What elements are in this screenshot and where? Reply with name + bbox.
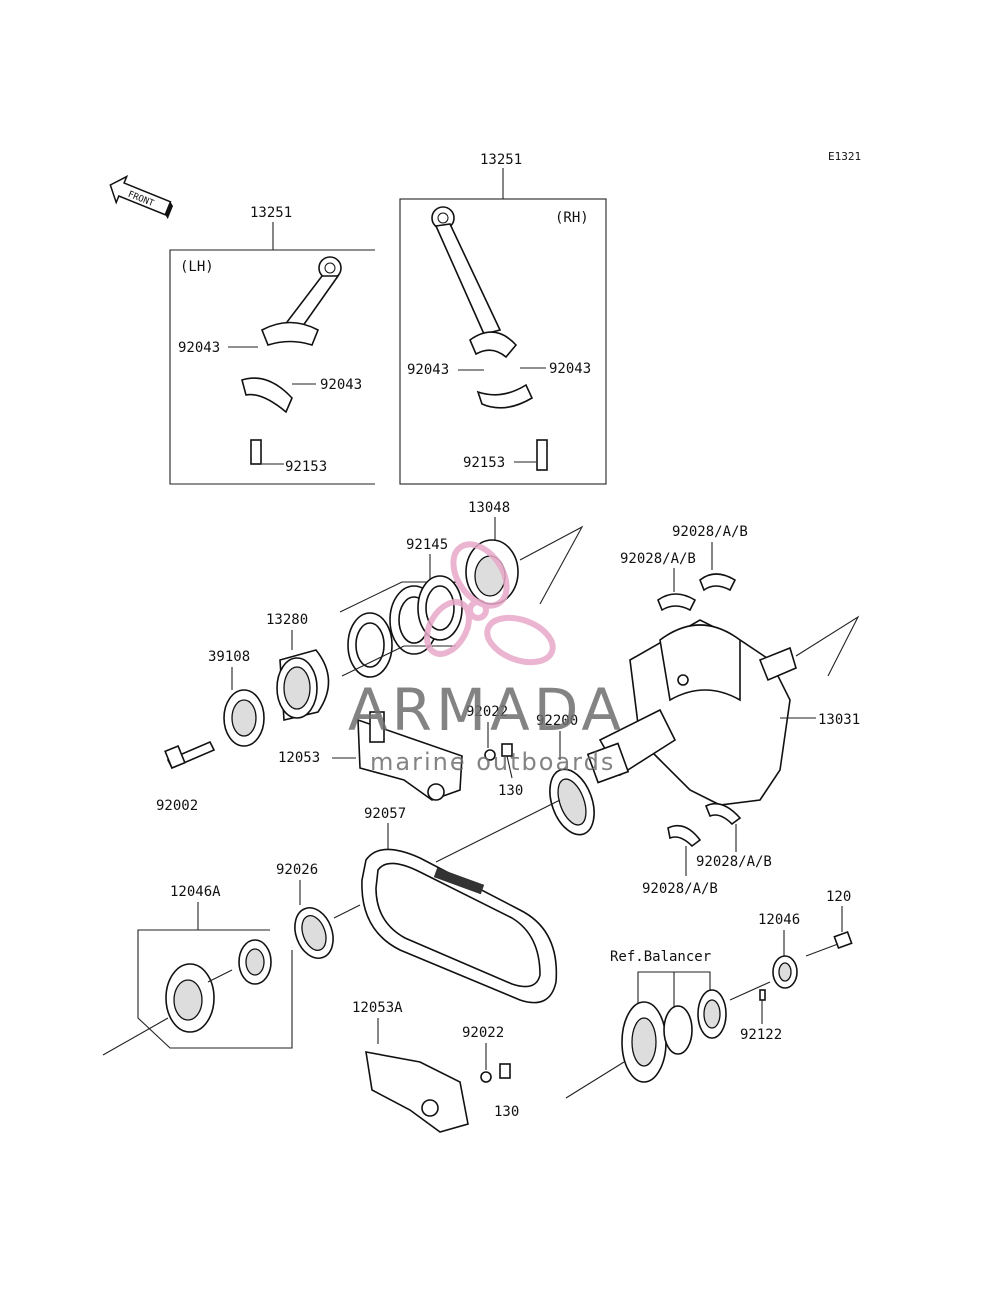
watermark-tagline: marine outboards bbox=[370, 748, 615, 776]
collar-13280-part: 13280 bbox=[266, 612, 330, 721]
bolt-130b-part bbox=[499, 1063, 511, 1079]
rh-conrod-group: 13251 (RH) 92043 92043 92153 bbox=[399, 152, 607, 485]
bolt-120-part: 120 bbox=[805, 889, 853, 957]
callout-12053A[interactable]: 12053A bbox=[352, 1000, 403, 1016]
callout-92200[interactable]: 92200 bbox=[536, 713, 578, 729]
balancer-sprocket-group: Ref.Balancer bbox=[565, 949, 727, 1099]
conrod-rh-part bbox=[431, 206, 548, 471]
chain-92057-part: 92057 bbox=[361, 799, 561, 1004]
watermark-brand: ARMADA bbox=[348, 676, 625, 744]
callout-92028-lower-b[interactable]: 92028/A/B bbox=[642, 881, 718, 897]
callout-92043-rh-a[interactable]: 92043 bbox=[407, 362, 449, 378]
lh-conrod-group: 13251 (LH) 92043 92043 92153 bbox=[169, 205, 375, 485]
callout-92057[interactable]: 92057 bbox=[364, 806, 406, 822]
callout-120[interactable]: 120 bbox=[826, 889, 851, 905]
rh-label: (RH) bbox=[555, 210, 589, 226]
sprocket-12046A-group: 12046A bbox=[102, 884, 293, 1056]
callout-92043-lh-b[interactable]: 92043 bbox=[320, 377, 362, 393]
callout-13048[interactable]: 13048 bbox=[468, 500, 510, 516]
callout-13280[interactable]: 13280 bbox=[266, 612, 308, 628]
callout-92153-rh[interactable]: 92153 bbox=[463, 455, 505, 471]
key-92122-part: 92122 bbox=[729, 981, 782, 1043]
callout-13251-lh[interactable]: 13251 bbox=[250, 205, 292, 221]
washer-92022-part bbox=[484, 749, 496, 761]
callout-92122[interactable]: 92122 bbox=[740, 1027, 782, 1043]
callout-92043-lh-a[interactable]: 92043 bbox=[178, 340, 220, 356]
callout-92002[interactable]: 92002 bbox=[156, 798, 198, 814]
sprocket-12046-part: 12046 bbox=[758, 912, 800, 989]
conrod-lh-part bbox=[241, 256, 342, 465]
callout-92028-upper-b[interactable]: 92028/A/B bbox=[620, 551, 696, 567]
lh-label: (LH) bbox=[180, 259, 214, 275]
callout-130-b[interactable]: 130 bbox=[494, 1104, 519, 1120]
callout-92022[interactable]: 92022 bbox=[466, 704, 508, 720]
callout-130[interactable]: 130 bbox=[498, 783, 523, 799]
bearing-shell-upper-part bbox=[657, 573, 737, 612]
callout-92022-b[interactable]: 92022 bbox=[462, 1025, 504, 1041]
bolt-130-part bbox=[501, 743, 513, 779]
armada-watermark: ARMADA marine outboards bbox=[348, 541, 625, 776]
callout-92026[interactable]: 92026 bbox=[276, 862, 318, 878]
callout-ref-balancer[interactable]: Ref.Balancer bbox=[610, 949, 711, 965]
crankshaft-13031-part: 13031 bbox=[586, 615, 860, 806]
diagram-code: E1321 bbox=[828, 150, 861, 163]
front-arrow-icon: FRONT bbox=[109, 174, 174, 220]
callout-39108[interactable]: 39108 bbox=[208, 649, 250, 665]
callout-92153-lh[interactable]: 92153 bbox=[285, 459, 327, 475]
callout-12046[interactable]: 12046 bbox=[758, 912, 800, 928]
bolt-92002-part: 92002 bbox=[156, 740, 216, 814]
propeller-logo-icon bbox=[424, 541, 556, 666]
callout-13251-rh[interactable]: 13251 bbox=[480, 152, 522, 168]
callout-92028-upper-a[interactable]: 92028/A/B bbox=[672, 524, 748, 540]
washer-92022b-part bbox=[480, 1071, 492, 1083]
bearing-shell-lower-part bbox=[667, 802, 742, 848]
oilseal-39108-part: 39108 bbox=[208, 649, 265, 747]
callout-12046A[interactable]: 12046A bbox=[170, 884, 221, 900]
ring-92200-part: 92200 bbox=[536, 713, 595, 836]
callout-13031[interactable]: 13031 bbox=[818, 712, 860, 728]
callout-92043-rh-b[interactable]: 92043 bbox=[549, 361, 591, 377]
guide-12053-part: 12053 bbox=[278, 711, 463, 801]
washer-92026-part: 92026 bbox=[276, 862, 361, 959]
callout-92145[interactable]: 92145 bbox=[406, 537, 448, 553]
callout-92028-lower-a[interactable]: 92028/A/B bbox=[696, 854, 772, 870]
callout-12053[interactable]: 12053 bbox=[278, 750, 320, 766]
guide-12053A-part: 12053A bbox=[352, 1000, 469, 1133]
